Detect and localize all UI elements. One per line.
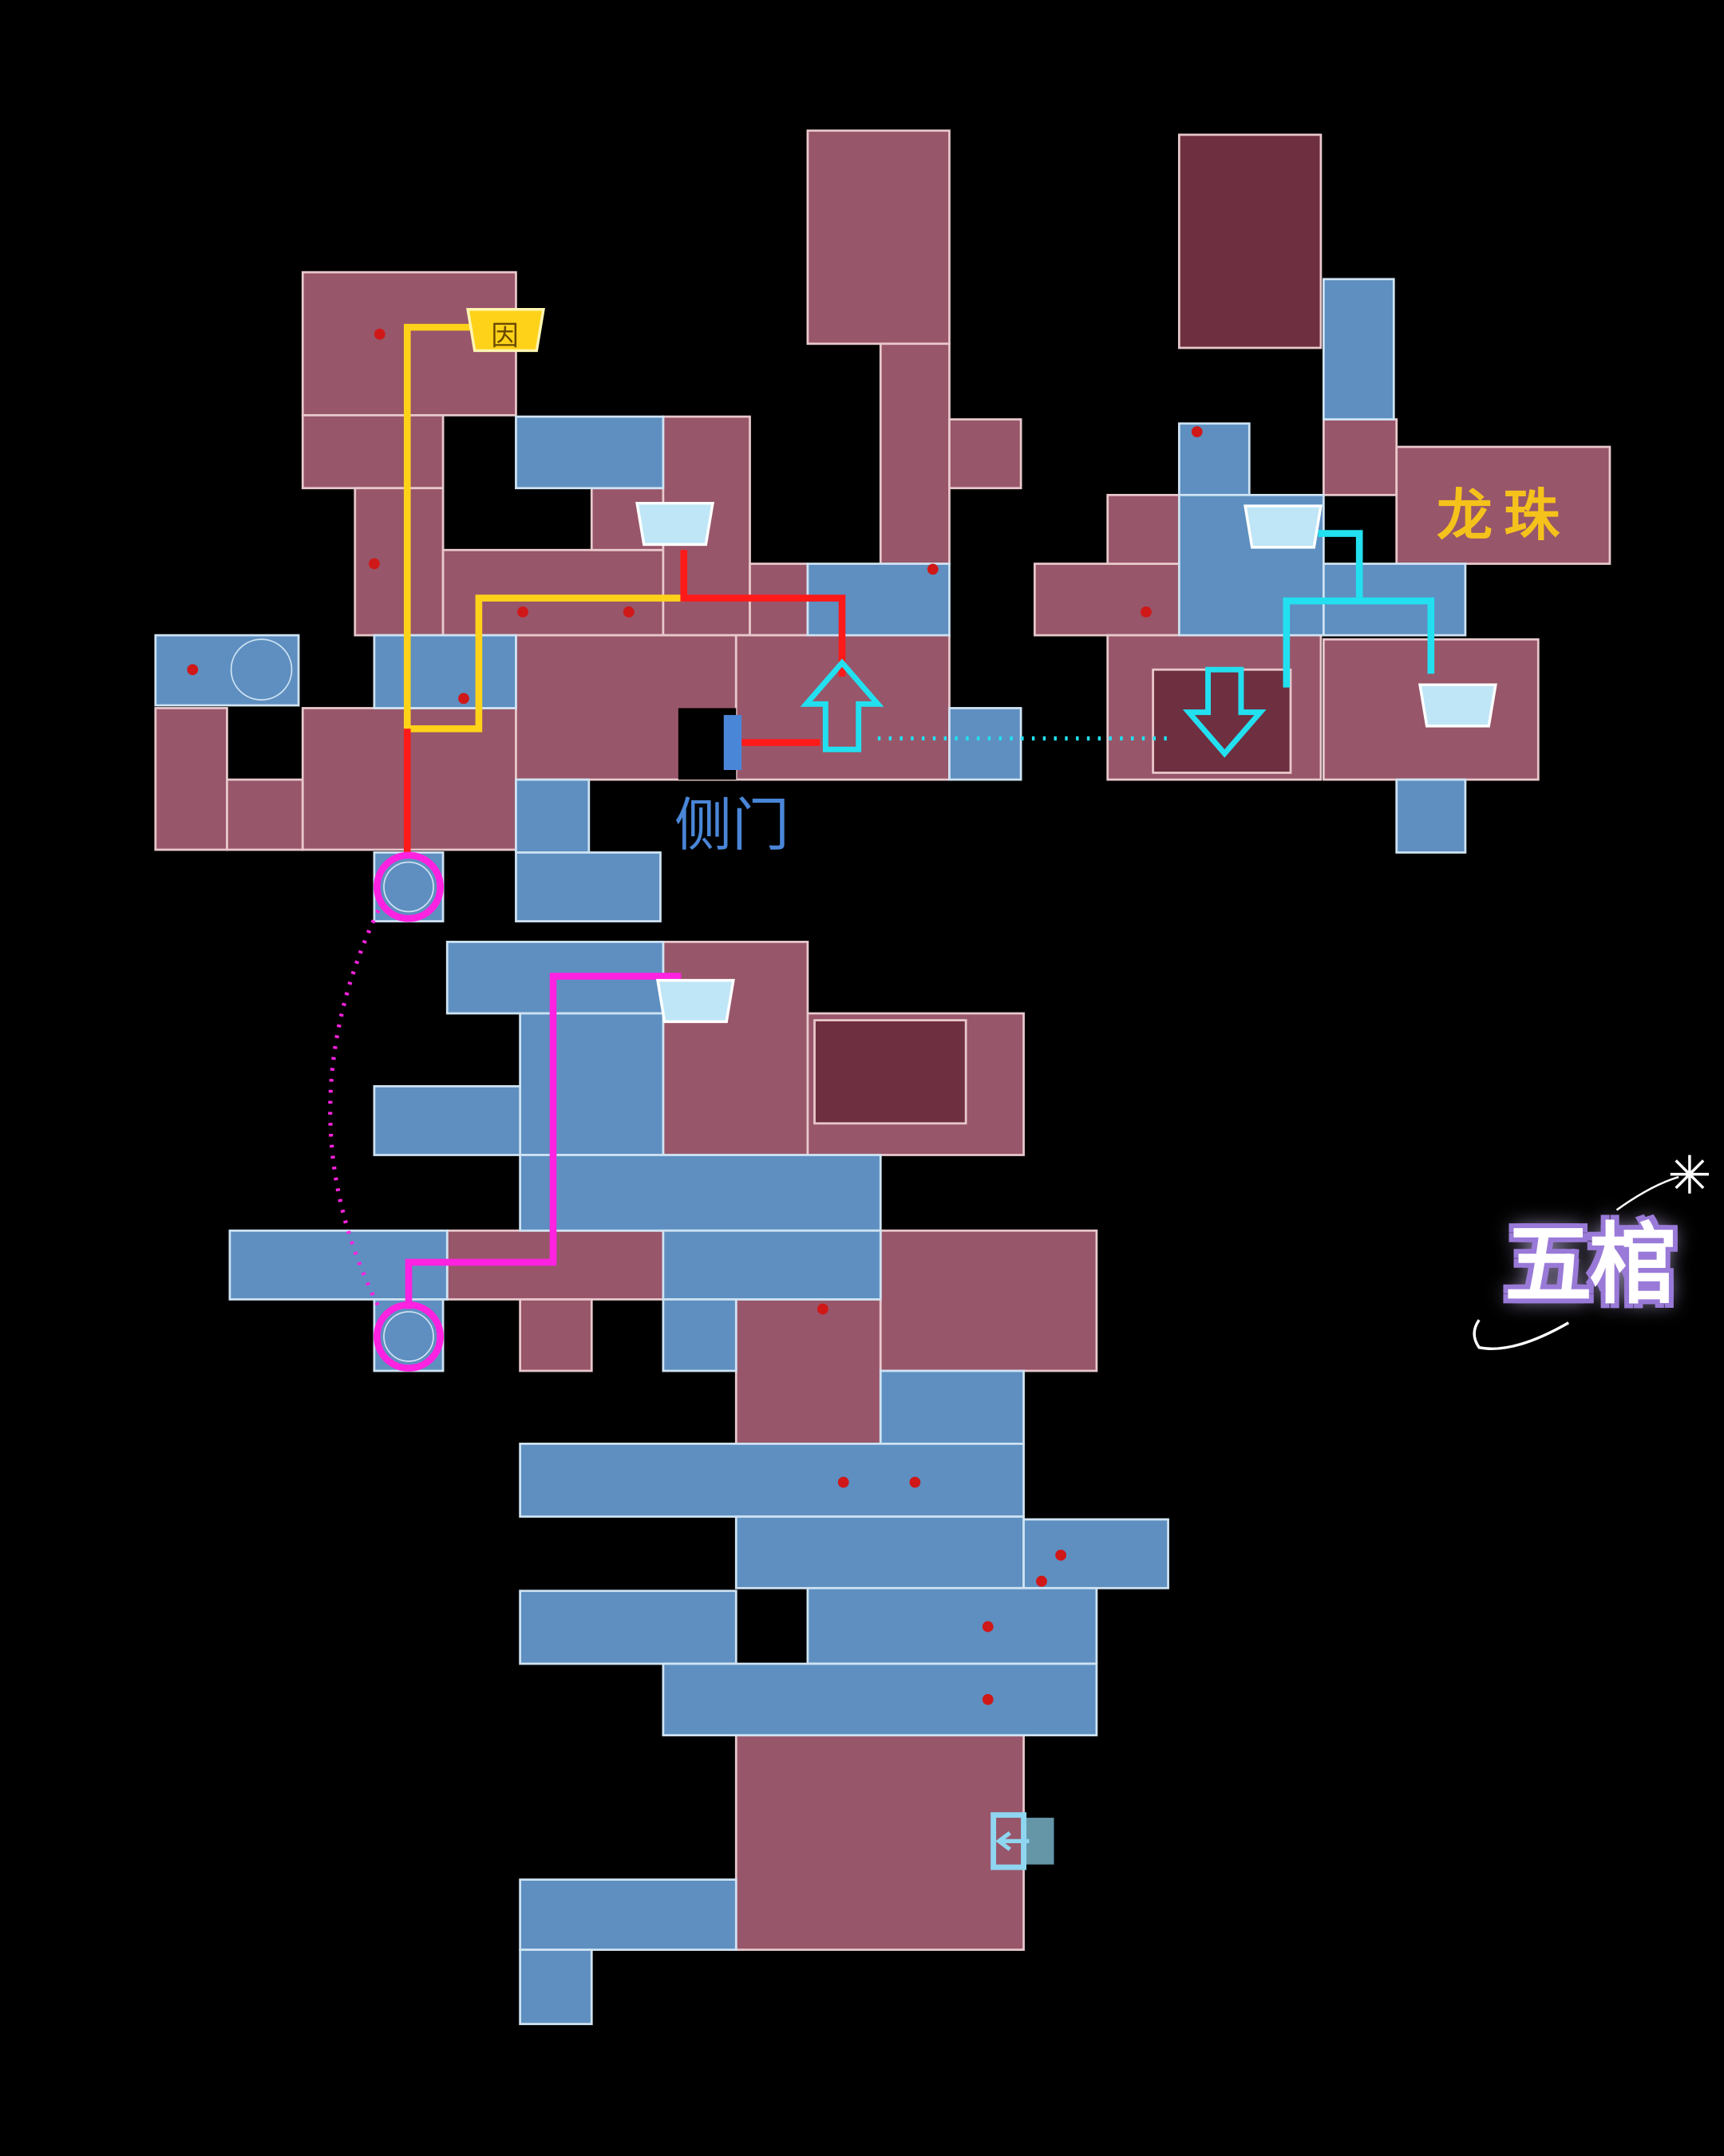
blue-rooms — [154, 278, 1467, 2025]
magenta-circle — [374, 1301, 444, 1372]
sparkle-star-icon — [1473, 1155, 1710, 1351]
side-door-marker — [723, 715, 742, 770]
route-paths — [328, 323, 1435, 1372]
enemy-marker-icon — [187, 328, 1203, 1705]
exit-door-icon — [991, 1812, 1054, 1870]
dragon-pearl-label: 龙珠 — [1437, 483, 1571, 548]
magenta-circle — [374, 851, 444, 922]
stairs-up-arrow-icon — [800, 658, 884, 752]
gold-coffin-icon: 因 — [466, 308, 545, 353]
yellow-route — [403, 323, 684, 732]
coffin-icon — [635, 501, 1497, 1024]
map-title: 五棺 — [1505, 1214, 1677, 1316]
cyan-route-2 — [1283, 597, 1360, 688]
stairs-down-arrow-icon — [1182, 666, 1267, 758]
red-rooms — [154, 129, 1611, 1951]
magenta-route — [405, 973, 682, 1309]
magenta-dotted-link — [328, 909, 381, 1308]
spiral-stairs-icon — [230, 638, 434, 1362]
side-door-label: 侧门 — [674, 792, 790, 859]
red-route — [680, 550, 846, 677]
svg-text:因: 因 — [491, 321, 518, 353]
